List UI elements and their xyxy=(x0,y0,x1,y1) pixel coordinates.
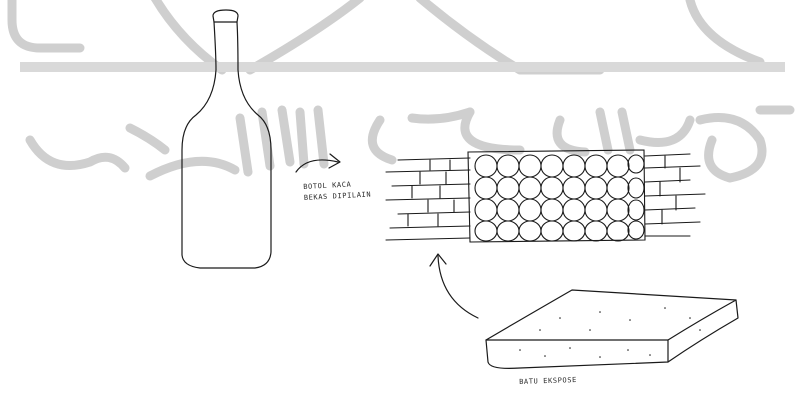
arrow-stone-to-wall xyxy=(430,254,478,318)
brick-wall-sketch xyxy=(386,150,705,242)
stone-texture-dots xyxy=(519,307,701,358)
exposed-stone-slab-sketch xyxy=(486,290,738,368)
watermark-logo xyxy=(12,0,790,178)
bottle-caption: BOTOL KACA BEKAS DIPILAIN xyxy=(303,178,371,203)
bottle-ends-grid xyxy=(475,155,644,241)
